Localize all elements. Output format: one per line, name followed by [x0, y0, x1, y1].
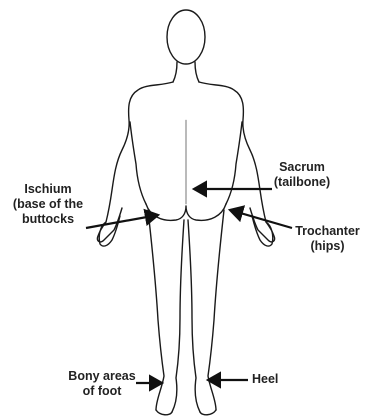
head	[167, 10, 205, 64]
trochanter-arrow	[230, 210, 292, 228]
sacrum-label-line2: (tailbone)	[267, 175, 337, 190]
body-outline	[97, 10, 274, 415]
bony-foot-label-line1: Bony areas	[66, 369, 138, 384]
ischium-label-line1: Ischium	[0, 182, 96, 197]
heel-label-line1: Heel	[252, 372, 292, 387]
right-foot	[200, 410, 216, 415]
trochanter-label: Trochanter (hips)	[290, 224, 365, 254]
ischium-arrow	[86, 215, 158, 228]
ischium-label-line3: buttocks	[0, 212, 96, 227]
ischium-label-line2: (base of the	[0, 197, 96, 212]
buttocks	[146, 204, 226, 220]
ischium-label: Ischium (base of the buttocks	[0, 182, 96, 227]
left-leg	[148, 210, 184, 412]
neck	[173, 62, 199, 82]
sacrum-label: Sacrum (tailbone)	[267, 160, 337, 190]
trochanter-label-line1: Trochanter	[290, 224, 365, 239]
trochanter-label-line2: (hips)	[290, 239, 365, 254]
sacrum-label-line1: Sacrum	[267, 160, 337, 175]
bony-foot-label-line2: of foot	[66, 384, 138, 399]
heel-label: Heel	[252, 372, 292, 387]
left-foot	[156, 410, 172, 415]
bony-foot-label: Bony areas of foot	[66, 369, 138, 399]
right-leg	[188, 210, 224, 412]
